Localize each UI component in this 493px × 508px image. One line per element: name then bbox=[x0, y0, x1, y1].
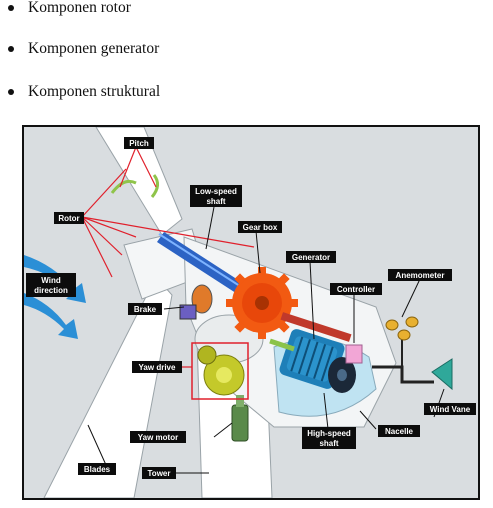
svg-text:Tower: Tower bbox=[148, 469, 171, 478]
bullet-item-rotor: Komponen rotor bbox=[8, 0, 131, 19]
bullet-dot-icon bbox=[8, 89, 14, 95]
yaw-motor-shape bbox=[232, 405, 248, 441]
svg-text:High-speed: High-speed bbox=[307, 429, 351, 438]
yaw-motor-shaft bbox=[236, 395, 244, 407]
svg-text:Wind Vane: Wind Vane bbox=[430, 405, 471, 414]
gear-box-shape bbox=[226, 267, 298, 339]
bullet-item-generator: Komponen generator bbox=[8, 38, 159, 60]
label-brake: Brake bbox=[128, 303, 162, 315]
svg-text:Yaw motor: Yaw motor bbox=[138, 433, 178, 442]
svg-text:Generator: Generator bbox=[292, 253, 330, 262]
svg-text:Gear box: Gear box bbox=[243, 223, 278, 232]
bullet-item-struktural: Komponen struktural bbox=[8, 81, 160, 103]
bullet-dot-icon bbox=[8, 46, 14, 52]
bullet-text: Komponen struktural bbox=[28, 83, 160, 101]
svg-text:Rotor: Rotor bbox=[58, 214, 79, 223]
svg-text:shaft: shaft bbox=[319, 439, 338, 448]
label-wind-vane: Wind Vane bbox=[424, 403, 476, 415]
label-controller: Controller bbox=[330, 283, 382, 295]
label-nacelle: Nacelle bbox=[378, 425, 420, 437]
label-pitch: Pitch bbox=[124, 137, 154, 149]
label-tower: Tower bbox=[142, 467, 176, 479]
svg-text:direction: direction bbox=[34, 286, 68, 295]
label-wind-direction: Wind direction bbox=[26, 273, 76, 297]
svg-text:Brake: Brake bbox=[134, 305, 157, 314]
svg-text:Pitch: Pitch bbox=[129, 139, 149, 148]
label-yaw-drive: Yaw drive bbox=[132, 361, 182, 373]
svg-text:shaft: shaft bbox=[206, 197, 225, 206]
diagram-canvas: Pitch Rotor Low-speed shaft Gear box Gen… bbox=[24, 127, 478, 498]
svg-text:Low-speed: Low-speed bbox=[195, 187, 237, 196]
svg-text:Blades: Blades bbox=[84, 465, 111, 474]
svg-text:Nacelle: Nacelle bbox=[385, 427, 414, 436]
label-low-speed-shaft: Low-speed shaft bbox=[190, 185, 242, 207]
label-generator: Generator bbox=[286, 251, 336, 263]
label-blades: Blades bbox=[78, 463, 116, 475]
svg-text:Anemometer: Anemometer bbox=[396, 271, 445, 280]
label-high-speed-shaft: High-speed shaft bbox=[302, 427, 356, 449]
svg-text:Controller: Controller bbox=[337, 285, 375, 294]
label-anemometer: Anemometer bbox=[388, 269, 452, 281]
label-gear-box: Gear box bbox=[238, 221, 282, 233]
controller-box bbox=[346, 345, 362, 363]
wind-turbine-diagram: Pitch Rotor Low-speed shaft Gear box Gen… bbox=[22, 125, 480, 500]
svg-text:Yaw drive: Yaw drive bbox=[139, 363, 176, 372]
bullet-dot-icon bbox=[8, 5, 14, 11]
svg-text:Wind: Wind bbox=[41, 276, 61, 285]
label-yaw-motor: Yaw motor bbox=[130, 431, 186, 443]
bullet-text: Komponen generator bbox=[28, 40, 159, 58]
bullet-text: Komponen rotor bbox=[28, 0, 131, 17]
label-rotor: Rotor bbox=[54, 212, 84, 224]
